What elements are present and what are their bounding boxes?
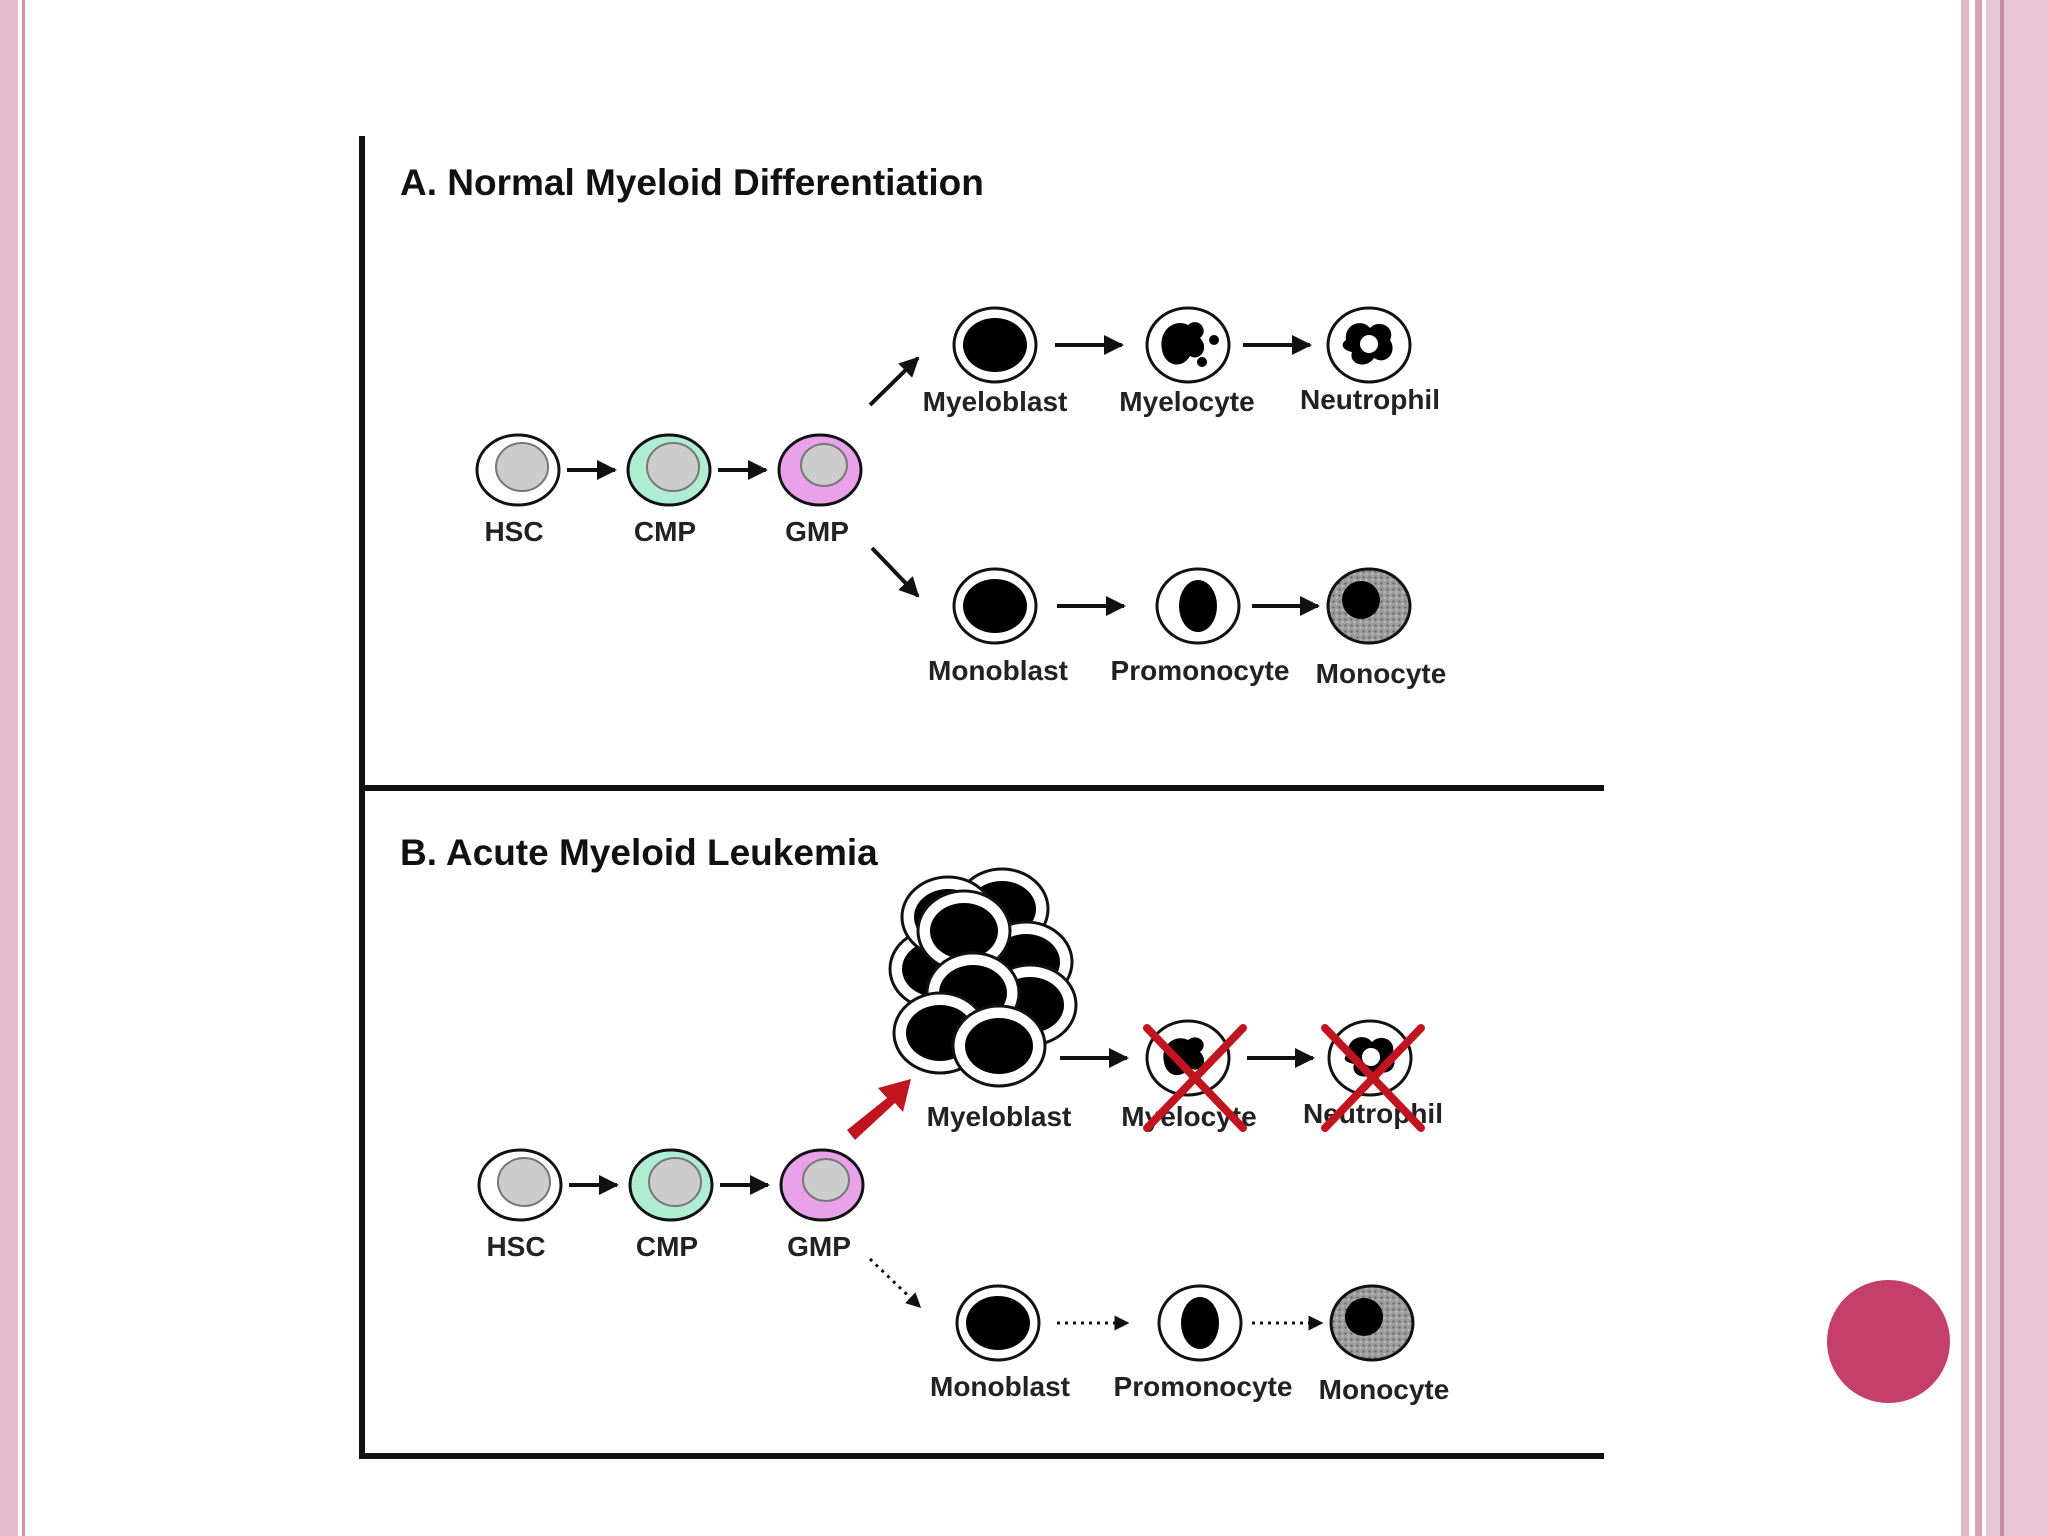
left-decor-bar <box>0 0 18 1536</box>
promonocyte-cell <box>1157 1284 1243 1362</box>
cmp-label: CMP <box>636 1231 698 1262</box>
neutrophil-blocked-cross <box>1321 1024 1425 1132</box>
hsc-cell <box>475 433 561 507</box>
gmp-cell <box>777 433 863 507</box>
left-decor-gap <box>18 0 22 1536</box>
leukemic-expansion-arrow <box>847 1079 911 1140</box>
monocyte-cell <box>1329 1284 1415 1362</box>
gmp-label: GMP <box>787 1231 851 1262</box>
right-decor-gap-2 <box>1982 0 1986 1536</box>
neutrophil-cell <box>1326 306 1412 384</box>
monocyte-cell <box>1326 567 1412 645</box>
cmp-cell <box>626 433 712 507</box>
hsc-label: HSC <box>484 516 543 547</box>
myelocyte-cell <box>1145 1019 1231 1097</box>
hsc-cell <box>477 1148 563 1222</box>
monocyte-label: Monocyte <box>1319 1374 1450 1405</box>
promonocyte-label: Promonocyte <box>1111 655 1290 686</box>
monocyte-label: Monocyte <box>1316 658 1447 689</box>
left-decor-line <box>22 0 25 1536</box>
myelocyte-label: Myelocyte <box>1119 386 1254 417</box>
promonocyte-label: Promonocyte <box>1114 1371 1293 1402</box>
monoblast-cell <box>955 1284 1041 1362</box>
myeloblast-label: Myeloblast <box>923 386 1068 417</box>
myeloblast-cluster <box>888 867 1078 1088</box>
gmp-label: GMP <box>785 516 849 547</box>
panel-a: A. Normal Myeloid Differentiation HSC CM… <box>400 162 1446 689</box>
promonocyte-cell <box>1155 567 1241 645</box>
panel-a-title: A. Normal Myeloid Differentiation <box>400 162 984 203</box>
right-decor-gap <box>1969 0 1975 1536</box>
reduced-arrow-gmp-monoblast <box>868 1257 922 1309</box>
myelocyte-blocked-cross <box>1143 1024 1247 1132</box>
right-decor-bar <box>1961 0 1969 1536</box>
accent-circle <box>1827 1280 1950 1403</box>
right-decor-line-2 <box>2000 0 2004 1536</box>
monoblast-cell <box>952 567 1038 645</box>
myelocyte-cell <box>1145 306 1231 384</box>
panel-b: B. Acute Myeloid Leukemia HSC CMP GMP <box>400 832 1449 1405</box>
myeloblast-label: Myeloblast <box>927 1101 1072 1132</box>
arrow-gmp-monoblast <box>870 546 920 598</box>
hsc-label: HSC <box>486 1231 545 1262</box>
monoblast-label: Monoblast <box>928 655 1068 686</box>
right-decor-band <box>1986 0 2048 1536</box>
myeloblast-cell <box>952 306 1038 384</box>
right-decor-line <box>1975 0 1982 1536</box>
arrow-gmp-myeloblast <box>868 356 920 407</box>
gmp-cell <box>779 1148 865 1222</box>
cmp-cell <box>628 1148 714 1222</box>
neutrophil-label: Neutrophil <box>1300 384 1440 415</box>
panel-b-title: B. Acute Myeloid Leukemia <box>400 832 878 873</box>
monoblast-label: Monoblast <box>930 1371 1070 1402</box>
cmp-label: CMP <box>634 516 696 547</box>
